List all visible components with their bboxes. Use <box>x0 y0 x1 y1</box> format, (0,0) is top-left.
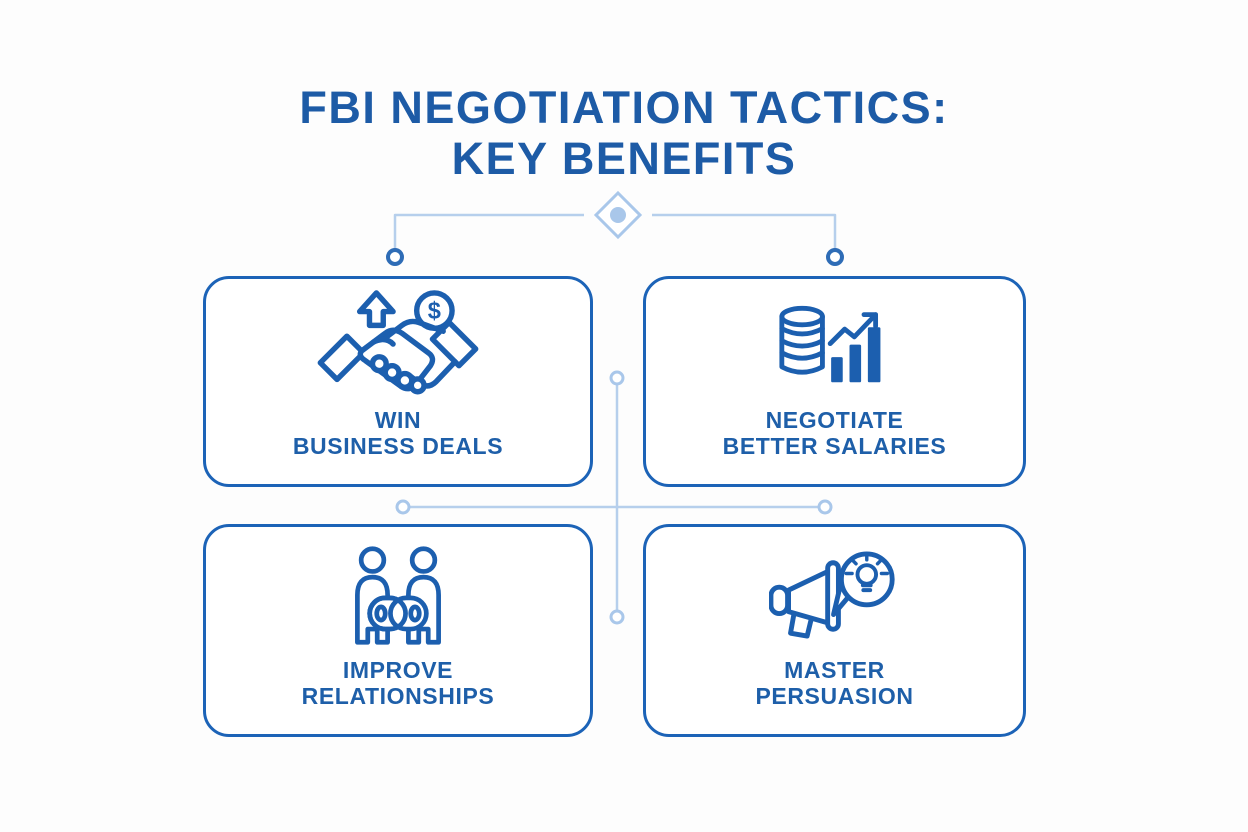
bar <box>867 326 880 382</box>
person-body <box>355 574 390 645</box>
trend-arrowhead <box>861 311 878 329</box>
person-head <box>358 546 387 574</box>
connector-top-right <box>652 213 837 249</box>
card-label-line1: IMPROVE <box>342 657 454 683</box>
card-label-line1: MASTER <box>784 657 885 683</box>
card-label-line1: WIN <box>374 407 422 433</box>
card-label: IMPROVE RELATIONSHIPS <box>302 657 495 709</box>
up-arrow-icon <box>356 290 396 329</box>
chain-link-overlap <box>367 595 408 632</box>
diamond-node-icon <box>593 190 643 240</box>
finger <box>408 376 427 395</box>
card-label-line2: PERSUASION <box>755 683 914 709</box>
megaphone-cap <box>768 584 790 617</box>
card-label-line2: BETTER SALARIES <box>722 433 947 459</box>
megaphone-idea-icon <box>768 551 895 639</box>
coin-stack-top <box>778 305 825 327</box>
card-label-line2: BUSINESS DEALS <box>292 433 504 459</box>
circle-node-icon <box>609 609 625 625</box>
person-body <box>406 574 441 645</box>
circle-node-icon <box>817 499 833 515</box>
page-title-line1: FBI NEGOTIATION TACTICS: <box>299 82 949 133</box>
bar <box>830 356 843 382</box>
right-sleeve <box>429 319 479 369</box>
card-label: MASTER PERSUASION <box>755 657 913 709</box>
card-icon-area: $ <box>314 279 482 407</box>
lightbulb-icon <box>855 563 878 593</box>
megaphone-cone <box>785 568 832 626</box>
circle-node-icon <box>826 248 844 266</box>
card-label-line1: NEGOTIATE <box>765 407 904 433</box>
benefit-card-improve-relationships: IMPROVE RELATIONSHIPS <box>203 524 593 737</box>
link-slot <box>408 604 422 623</box>
bar <box>849 344 861 382</box>
circle-node-icon <box>609 370 625 386</box>
card-label: NEGOTIATE BETTER SALARIES <box>723 407 947 459</box>
card-icon-area <box>777 279 893 407</box>
benefit-card-negotiate-better-salaries: NEGOTIATE BETTER SALARIES <box>643 276 1026 487</box>
circle-node-icon <box>386 248 404 266</box>
people-link-icon <box>355 546 441 645</box>
card-icon-area <box>768 527 901 657</box>
coin-stack-body <box>778 313 825 375</box>
card-icon-area <box>345 527 451 657</box>
benefit-card-master-persuasion: MASTER PERSUASION <box>643 524 1026 737</box>
left-sleeve <box>317 333 367 383</box>
person-head <box>409 546 438 574</box>
card-label-line2: RELATIONSHIPS <box>301 683 495 709</box>
finger <box>369 354 389 374</box>
bar-chart <box>830 326 880 382</box>
page-title-line2: KEY BENEFITS <box>451 133 797 184</box>
benefit-card-win-business-deals: $ WIN BUSINESS DEALS <box>203 276 593 487</box>
trend-arrow <box>827 311 878 346</box>
link-slot <box>374 604 388 623</box>
finger <box>382 362 402 383</box>
dollar-sign: $ <box>428 298 441 324</box>
card-label: WIN BUSINESS DEALS <box>293 407 503 459</box>
speech-bubble <box>838 551 895 608</box>
lightbulb-rays <box>844 553 889 576</box>
page-title: FBI NEGOTIATION TACTICS: KEY BENEFITS <box>0 82 1248 184</box>
circle-node-icon <box>395 499 411 515</box>
connector-top-left <box>393 213 584 249</box>
handshake-growth-icon: $ <box>317 290 479 395</box>
coins-bar-chart-icon <box>778 305 880 382</box>
